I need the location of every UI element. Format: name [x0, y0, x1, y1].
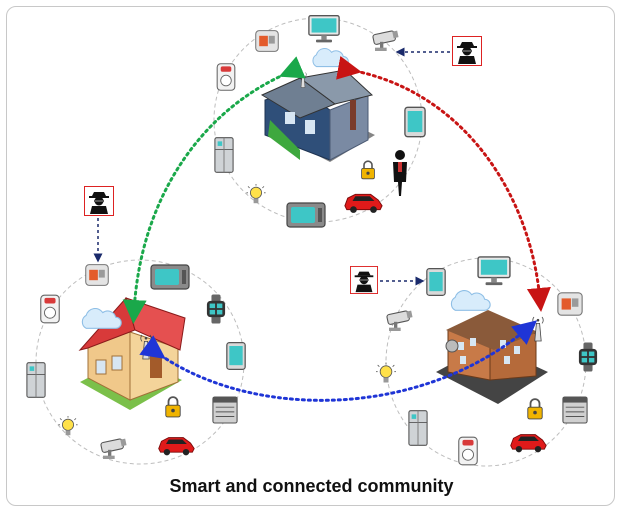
right-camera-icon [385, 309, 414, 332]
left-car-icon [158, 437, 195, 456]
top-lightbulb-icon [246, 184, 266, 204]
red-link-arrow [336, 56, 551, 312]
right-fridge-icon [408, 410, 428, 446]
left-oven-icon [212, 396, 238, 424]
top-tablet-icon [404, 106, 426, 138]
right-cloud-icon [450, 290, 491, 311]
right-car-icon [510, 434, 547, 453]
top-router-icon [255, 30, 279, 52]
left-lightbulb-icon [58, 416, 78, 436]
top-hacker-icon [452, 36, 482, 66]
top-car-icon [344, 193, 383, 214]
left-camera-icon [99, 437, 128, 460]
top-cloud-icon [312, 48, 349, 68]
right-smartwatch-icon [578, 342, 598, 372]
left-microwave-icon [150, 264, 190, 290]
right-building-icon [436, 310, 548, 404]
blue-link-arrow [139, 320, 538, 402]
right-oven-icon [562, 396, 588, 424]
right-lightbulb-icon [376, 362, 396, 383]
right-thermostat-icon [458, 436, 478, 466]
left-fridge-icon [26, 362, 46, 398]
diagram-caption: Smart and connected community [169, 476, 454, 496]
right-monitor-icon [477, 256, 511, 286]
left-padlock-icon [164, 396, 182, 418]
green-link-arrow [122, 56, 306, 324]
right-router-icon [557, 292, 583, 316]
right-padlock-icon [526, 398, 544, 420]
top-thermostat-icon [216, 63, 236, 91]
left-smartwatch-icon [206, 294, 226, 324]
top-fridge-icon [214, 137, 234, 173]
top-person-icon [393, 150, 407, 196]
top-monitor-icon [308, 14, 340, 44]
left-tablet-icon [226, 341, 246, 371]
top-house-icon [260, 69, 375, 162]
right-hacker-icon [350, 266, 378, 294]
left-router-icon [85, 264, 109, 286]
top-microwave-icon [286, 202, 326, 228]
left-hacker-icon [84, 186, 114, 216]
top-camera-icon [371, 29, 400, 52]
top-padlock-icon [360, 160, 376, 180]
left-thermostat-icon [40, 294, 60, 324]
right-tablet-icon [426, 267, 446, 297]
